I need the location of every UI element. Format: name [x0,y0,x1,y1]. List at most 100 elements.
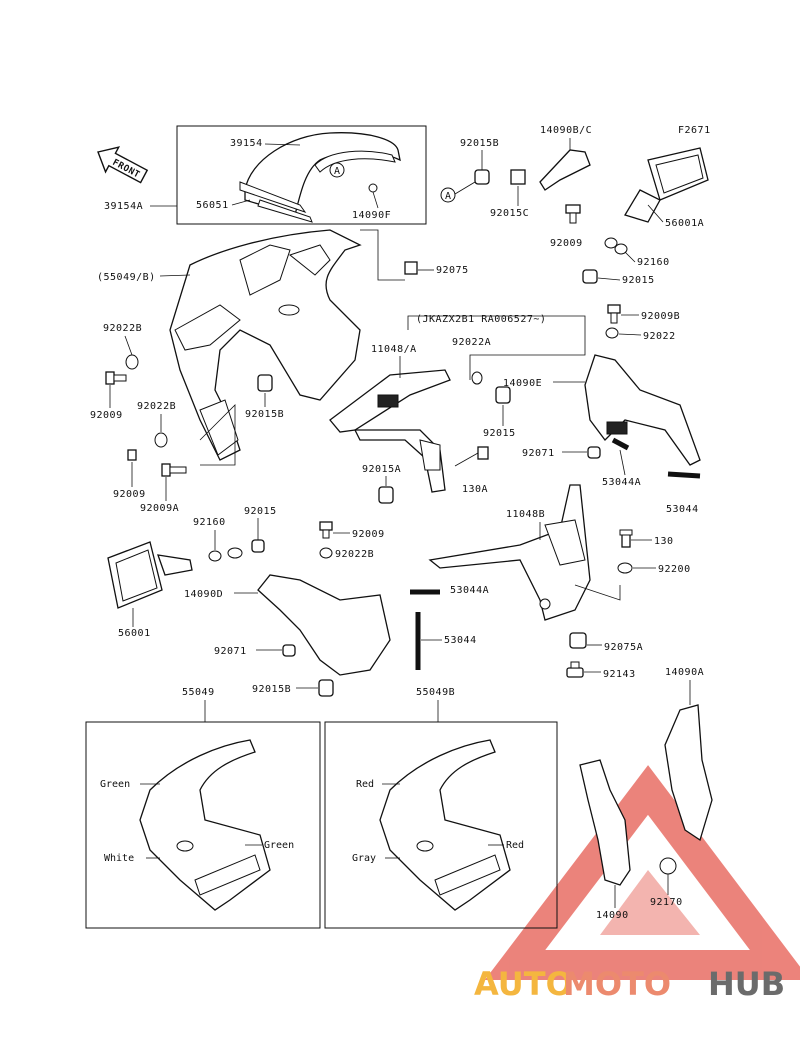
label-92143: 92143 [603,669,636,680]
pin-53044a-right [611,437,630,451]
washers-92160-mid [208,547,243,562]
label-92009b: 92009B [641,311,680,322]
plate-92075 [404,261,418,275]
label-92200: 92200 [658,564,691,575]
label-53044-mid: 53044 [444,635,477,646]
bracket-14090bc [539,149,591,191]
screw-92009-left2 [127,449,137,461]
bolt-130 [619,529,633,548]
label-14090d: 14090D [184,589,223,600]
color-right-top: Red [356,779,374,790]
mirror-56001a [624,147,709,223]
label-39154a: 39154A [104,201,143,212]
label-92160-top: 92160 [637,257,670,268]
color-right-right: Red [506,840,524,851]
label-92022b-left: 92022B [103,323,142,334]
label-55049: 55049 [182,687,215,698]
label-56001: 56001 [118,628,151,639]
label-92009a: 92009A [140,503,179,514]
label-92009-mid: 92009 [352,529,385,540]
windshield-part [239,132,401,223]
windshield-group-box [176,125,427,225]
label-92015-mid: 92015 [483,428,516,439]
color-left-top: Green [100,779,130,790]
clip-92015c [510,169,526,185]
label-92009-top: 92009 [550,238,583,249]
label-92015b-bot: 92015B [252,684,291,695]
label-92022b-mid: 92022B [335,549,374,560]
cover-14090 [579,759,631,886]
damper-92075a [569,632,587,649]
nut-92015b-bot [318,679,334,697]
label-56051: 56051 [196,200,229,211]
label-92075: 92075 [436,265,469,276]
label-14090: 14090 [596,910,629,921]
label-14090a: 14090A [665,667,704,678]
color-right-left: Gray [352,853,376,864]
washer-92200 [617,562,633,574]
callout-a-label-2: A [445,191,451,202]
label-92015b-top: 92015B [460,138,499,149]
label-53044-right: 53044 [666,504,699,515]
label-92071-right: 92071 [522,448,555,459]
label-92071-mid: 92071 [214,646,247,657]
bolt-130a [454,446,489,467]
washer-92022b-left2 [154,432,168,448]
watermark-hub: HUB [708,965,785,1003]
washer-92022a [471,371,483,385]
callout-a-circle [329,162,345,178]
watermark-auto: AUTO [474,965,573,1003]
watermark-moto: MOTO [563,965,671,1003]
label-92170: 92170 [650,897,683,908]
label-92022a: 92022A [452,337,491,348]
label-130: 130 [654,536,674,547]
label-92009-left: 92009 [90,410,123,421]
mirror-56001 [107,541,193,609]
label-92022b-left2: 92022B [137,401,176,412]
color-left-left: White [104,853,134,864]
washer-92022-right [605,327,619,339]
label-55049b-bot: 55049B [416,687,455,698]
screw-92009b [607,304,621,324]
label-92075a: 92075A [604,642,643,653]
bracket-11048a [329,369,451,493]
bracket-11048b [428,484,591,621]
washers-92160-top [604,237,628,255]
label-92015b-mid: 92015B [245,409,284,420]
label-14090e: 14090E [503,378,542,389]
label-92015a: 92015A [362,464,401,475]
label-92022-right: 92022 [643,331,676,342]
nut-92015b-top [474,169,490,185]
serial-note-box [407,315,586,380]
screw-92009-top [565,204,581,224]
label-55049b: (55049/B) [97,272,156,283]
label-39154: 39154 [230,138,263,149]
nut-92015a [378,486,394,504]
washer-92022b-mid [319,547,333,559]
screw-92009-left [105,371,127,385]
nut-92015-mid2 [251,539,265,553]
cover-14090a [664,704,713,842]
color-left-right: Green [264,840,294,851]
fairing-variant-right [379,739,511,911]
label-92009-left2: 92009 [113,489,146,500]
nut-92015-top [582,269,598,284]
stay-14090e [584,354,701,466]
label-92015-mid2: 92015 [244,506,277,517]
label-11048a: 11048/A [371,344,417,355]
label-53044a-right: 53044A [602,477,641,488]
watermark-logo [484,765,800,980]
callout-a-label: A [334,166,340,177]
pin-53044-right [667,471,701,479]
label-56001a: 56001A [665,218,704,229]
label-14090f: 14090F [352,210,391,221]
variant-box-right [324,721,558,929]
nut-92015-mid [495,386,511,404]
upper-fairing-55049 [169,229,362,461]
figure-code: F2671 [678,125,711,136]
label-53044a-mid: 53044A [450,585,489,596]
screw-92009-mid [319,521,333,539]
variant-box-left [85,721,321,929]
grommet-14090f [368,183,378,193]
